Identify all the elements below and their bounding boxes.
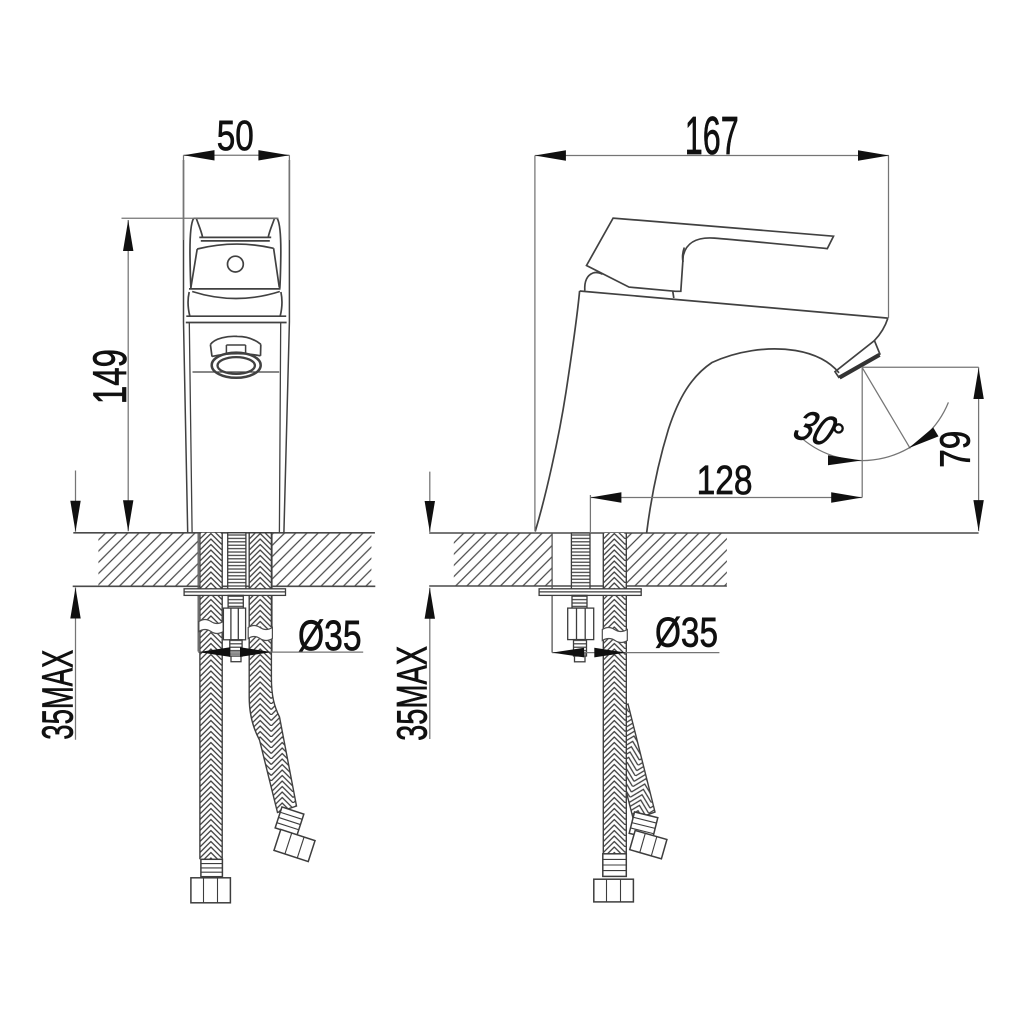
svg-text:35MAX: 35MAX	[388, 646, 436, 741]
svg-text:79: 79	[932, 431, 980, 468]
svg-text:128: 128	[697, 457, 753, 503]
svg-text:50: 50	[217, 113, 254, 160]
svg-text:Ø35: Ø35	[655, 608, 718, 655]
svg-text:149: 149	[83, 349, 136, 404]
svg-text:35MAX: 35MAX	[34, 650, 83, 740]
svg-text:167: 167	[685, 107, 739, 166]
svg-text:Ø35: Ø35	[298, 612, 362, 660]
